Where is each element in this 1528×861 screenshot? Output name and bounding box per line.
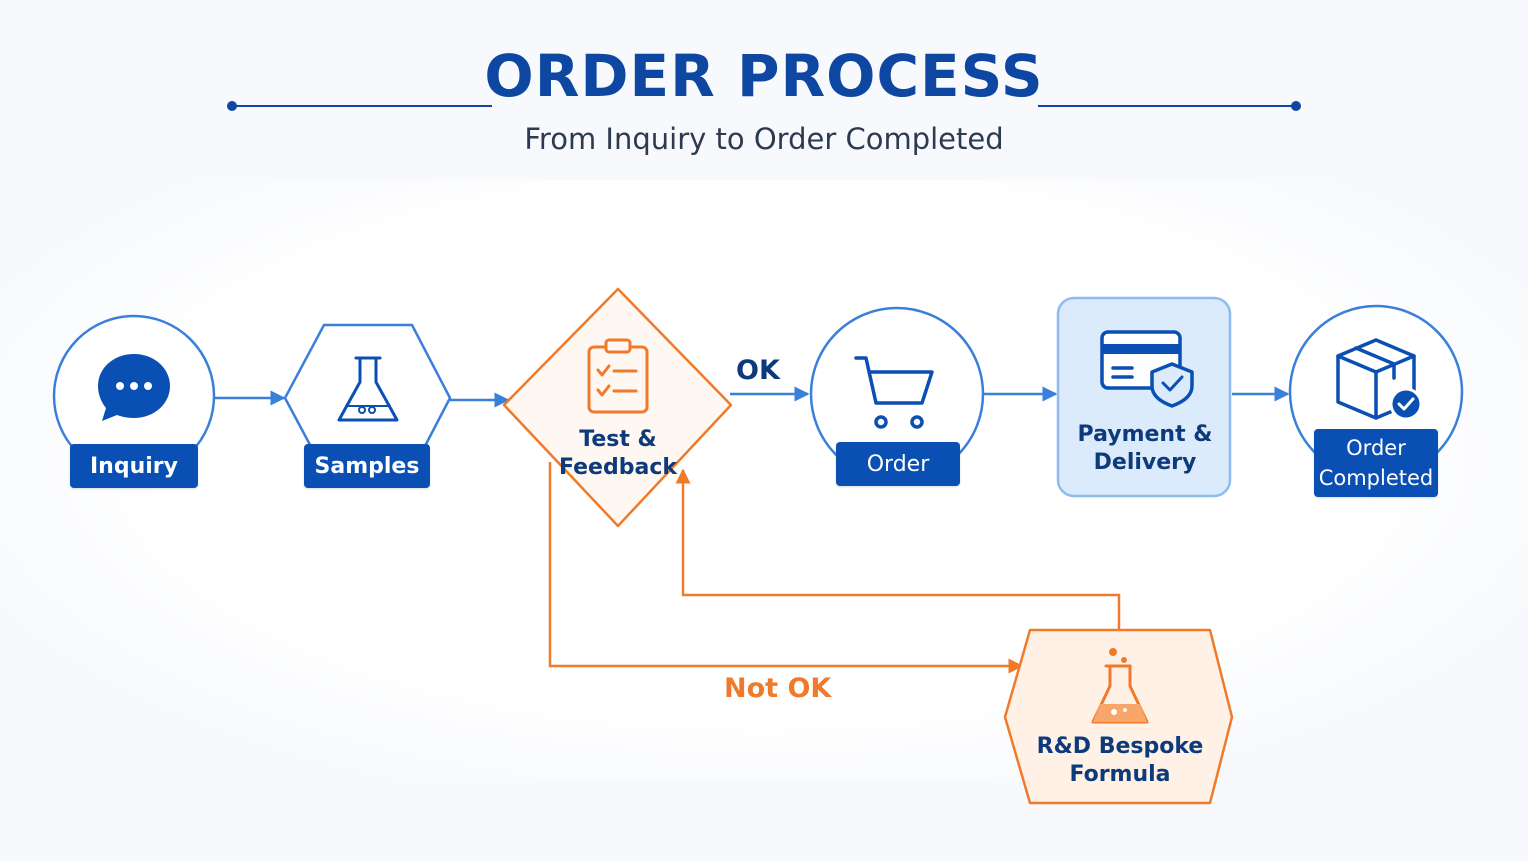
arrow-rnd-back-to-test: [675, 468, 1121, 630]
page-subtitle: From Inquiry to Order Completed: [524, 122, 1004, 156]
inquiry-label[interactable]: Inquiry: [70, 444, 198, 488]
payment-delivery-label-line2: Delivery: [1093, 450, 1197, 475]
node-order[interactable]: [809, 306, 985, 482]
node-payment-delivery[interactable]: [1056, 296, 1232, 498]
box-check-icon: [1336, 338, 1423, 421]
title-rule-left: [227, 101, 492, 111]
title-rule-right: [1038, 101, 1301, 111]
test-feedback-label: Test & Feedback: [548, 426, 688, 482]
node-rnd-bespoke-formula[interactable]: [1003, 628, 1234, 805]
node-inquiry[interactable]: [52, 314, 216, 478]
shopping-cart-icon: [854, 356, 934, 429]
chat-bubble-icon: [98, 354, 170, 421]
order-completed-label-line2: Completed: [1318, 466, 1434, 490]
rnd-formula-label: R&D Bespoke Formula: [1030, 733, 1210, 789]
page-title: ORDER PROCESS: [484, 42, 1044, 110]
order-completed-label-line1: Order: [1346, 436, 1406, 460]
credit-card-shield-icon: [1100, 330, 1194, 408]
not-ok-edge-label: Not OK: [724, 673, 832, 704]
samples-label[interactable]: Samples: [304, 444, 430, 488]
background-glow: [0, 180, 1528, 780]
clipboard-checklist-icon: [587, 338, 649, 414]
ok-edge-label: OK: [736, 355, 780, 386]
payment-delivery-label-line1: Payment &: [1077, 422, 1213, 447]
test-feedback-label-line1: Test &: [579, 427, 657, 452]
node-test-feedback[interactable]: [502, 287, 733, 528]
flask-icon: [337, 356, 399, 422]
payment-delivery-label: Payment & Delivery: [1062, 421, 1228, 477]
order-label[interactable]: Order: [836, 442, 960, 486]
bubbling-flask-icon: [1091, 648, 1149, 724]
order-completed-label[interactable]: Order Completed: [1314, 429, 1438, 497]
rnd-formula-label-line2: Formula: [1069, 762, 1171, 787]
test-feedback-label-line2: Feedback: [559, 455, 677, 480]
rnd-formula-label-line1: R&D Bespoke: [1036, 734, 1204, 759]
arrow-test-to-rnd-not-ok: [548, 462, 1024, 674]
